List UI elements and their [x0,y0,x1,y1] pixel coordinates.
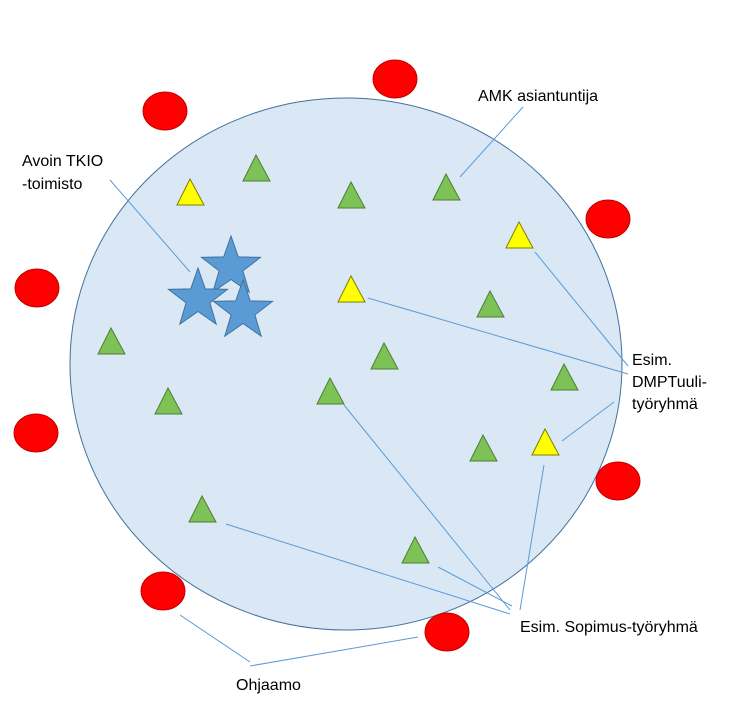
label-avoin-tkio-line1: Avoin TKIO [22,153,103,170]
connector-lines [109,106,629,667]
yellow-triangle [505,220,534,249]
label-dmp-line3: työryhmä [632,396,698,413]
green-triangle [476,289,505,318]
green-triangles [97,153,579,564]
blue-star [200,234,262,294]
blue-star [212,278,274,338]
label-amk-asiantuntija: AMK asiantuntija [478,88,598,105]
green-triangle [154,386,183,415]
connector-sopimus-1 [343,404,511,611]
green-triangle [337,180,366,209]
connector-dmp-3 [561,401,615,442]
yellow-triangles [176,177,560,456]
label-dmp-line1: Esim. [632,352,672,369]
yellow-triangle [176,177,205,206]
community-circle [69,97,623,631]
outer-node [424,612,470,652]
connector-sopimus-3 [437,566,513,607]
outer-node [595,461,641,501]
connector-dmp-1 [534,251,629,367]
green-triangle [370,341,399,370]
connector-tkio [109,179,191,273]
green-triangle [401,535,430,564]
label-ohjaamo: Ohjaamo [236,677,301,694]
label-dmp-line2: DMPTuuli- [632,374,707,391]
connector-dmp-2 [367,297,629,375]
connector-sopimus-2 [225,523,511,615]
label-sopimus-tyoryhma: Esim. Sopimus-työryhmä [520,619,698,636]
connector-sopimus-4 [519,464,545,611]
connector-ohjaamo-2 [249,636,419,667]
outer-node [585,199,631,239]
outer-node [140,571,186,611]
green-triangle [469,433,498,462]
outer-node [372,59,418,99]
yellow-triangle [337,274,366,303]
green-triangle [188,494,217,523]
outer-nodes [13,59,641,652]
outer-node [142,91,188,131]
yellow-triangle [531,427,560,456]
green-triangle [432,172,461,201]
label-avoin-tkio-line2: -toimisto [22,176,83,193]
outer-node [14,268,60,308]
green-triangle [97,326,126,355]
connector-ohjaamo-1 [179,614,251,663]
green-triangle [550,362,579,391]
blue-stars [167,234,274,338]
green-triangle [316,376,345,405]
outer-node [13,413,59,453]
green-triangle [242,153,271,182]
connector-amk [459,106,524,178]
blue-star [167,266,229,326]
